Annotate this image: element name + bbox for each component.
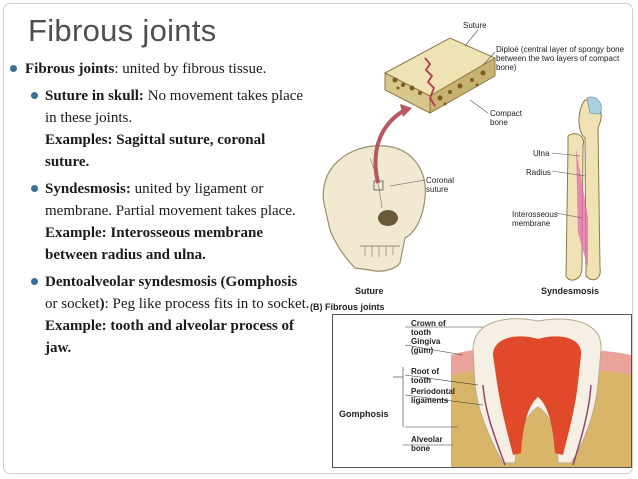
label-crown: Crown of tooth [411, 319, 446, 337]
label-compact-bone: Compact bone [490, 109, 523, 127]
bullet-text: : Peg like process fits in to socket. [104, 296, 310, 312]
label-alveolar-bone: Alveolar bone [411, 435, 443, 453]
suture-block-image [383, 37, 497, 114]
label-suture: Suture [463, 21, 487, 30]
skull-image [322, 145, 426, 272]
gomphosis-panel: Crown of tooth Gingiva (gum) Root of too… [332, 314, 632, 468]
bullet-text: : united by fibrous tissue. [114, 61, 267, 77]
bullet-term: Dentoalveolar syndesmosis (Gomphosis [45, 274, 298, 290]
bullet-example: Example: Interosseous membrane between r… [45, 225, 264, 263]
bullet-example: Examples: Sagittal suture, coronal sutur… [45, 132, 266, 170]
bullet-text: united by ligament or membrane. Partial … [45, 181, 296, 219]
fibrous-joints-figure: Suture Diploë (central layer of spongy b… [300, 18, 634, 468]
label-interosseous-membrane: Interosseous membrane [512, 210, 558, 228]
bullet-dot-icon [31, 185, 38, 192]
label-gomphosis: Gomphosis [339, 409, 389, 419]
label-gingiva: Gingiva (gum) [411, 337, 441, 355]
tooth-image [393, 318, 631, 467]
slide-title: Fibrous joints [28, 13, 217, 48]
caption-syndesmosis: Syndesmosis [541, 286, 600, 296]
bullet-syndesmosis: Syndesmosis: united by ligament or membr… [8, 178, 313, 266]
caption-suture: Suture [355, 286, 384, 296]
bullet-term: Syndesmosis: [45, 181, 131, 197]
bullet-dot-icon [31, 278, 38, 285]
label-coronal-suture: Coronal suture [426, 176, 455, 194]
label-radius: Radius [526, 168, 551, 177]
bullet-example: Example: tooth and alveolar process of j… [45, 318, 295, 356]
label-diploe: Diploë (central layer of spongy bone bet… [496, 45, 625, 72]
ulna-radius-image [565, 96, 602, 281]
label-ulna: Ulna [533, 149, 550, 158]
label-root: Root of tooth [411, 367, 439, 385]
bullet-list: Fibrous joints: united by fibrous tissue… [8, 58, 313, 359]
bullet-gomphosis: Dentoalveolar syndesmosis (Gomphosis or … [8, 271, 313, 359]
bullet-term: Suture in skull: [45, 88, 144, 104]
slide-frame [3, 3, 633, 474]
bullet-term-close: ) [99, 296, 105, 312]
bullet-dot-icon [31, 92, 38, 99]
section-title: (B) Fibrous joints [310, 302, 385, 312]
bullet-dot-icon [10, 65, 17, 72]
bullet-term: Fibrous joints [25, 61, 115, 77]
figure-drawing [322, 29, 602, 281]
bullet-text: or socket [45, 296, 100, 312]
label-periodontal: Periodontal ligaments [411, 387, 456, 405]
bullet-suture: Suture in skull: No movement takes place… [8, 85, 313, 173]
bullet-fibrous-joints: Fibrous joints: united by fibrous tissue… [8, 58, 313, 80]
bullet-text: No movement takes place in these joints. [45, 88, 304, 126]
